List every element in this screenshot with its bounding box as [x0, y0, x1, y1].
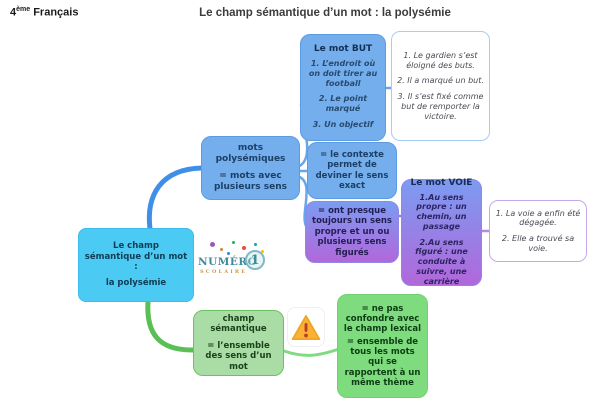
logo-numero1-scolaire: NUMÉRO 1 SCOLAIRE	[198, 240, 274, 296]
logo-tagline-text: SCOLAIRE	[200, 269, 248, 275]
node-champ-semantique: champ sémantique = l’ensemble des sens d…	[193, 310, 284, 376]
logo-confetti-dot	[232, 241, 235, 244]
node-root-line1: Le champ sémantique d’un mot :	[84, 241, 188, 272]
node-lexical-line1: = ne pas confondre avec le champ lexical	[343, 303, 422, 335]
node-but-item: 2. Le point marqué	[318, 94, 368, 114]
node-but-item: 3. Un objectif	[312, 119, 374, 129]
but-example: 3. Il s’est fixé comme but de remporter …	[397, 92, 484, 121]
course-grade-suffix: ème	[16, 6, 31, 13]
connector-champ-to-lexical	[282, 347, 341, 357]
node-but: Le mot BUT 1. L’endroit où on doit tirer…	[300, 34, 386, 141]
logo-confetti-dot	[210, 242, 215, 247]
logo-confetti-dot	[242, 246, 246, 250]
warning-card	[287, 307, 325, 347]
node-voie-item: 2.Au sens figuré : une conduite à suivre…	[415, 237, 468, 286]
but-example: 1. Le gardien s’est éloigné des buts.	[403, 50, 478, 70]
logo-confetti-dot	[254, 243, 257, 246]
connector-root-to-mots	[146, 165, 205, 232]
node-root-line2: la polysémie	[105, 278, 167, 289]
node-sens-propre-text: = ont presque toujours un sens propre et…	[312, 206, 392, 258]
voie-example: 2. Elle a trouvé sa voie.	[501, 234, 575, 253]
node-champ-line1: champ sémantique	[210, 314, 267, 335]
voie-example: 1. La voie a enfin été dégagée.	[495, 208, 581, 228]
course-subject: Français	[33, 6, 79, 19]
connector-mots-to-sens	[295, 174, 308, 228]
node-champ-line2: = l’ensemble des sens d’un mot	[205, 340, 272, 372]
node-contexte: = le contexte permet de deviner le sens …	[307, 142, 397, 199]
course-grade: 4	[10, 6, 17, 19]
node-contexte-text: = le contexte permet de deviner le sens …	[315, 149, 389, 191]
page-title: Le champ sémantique d’un mot : la polysé…	[199, 7, 451, 19]
node-sens-propre: = ont presque toujours un sens propre et…	[305, 201, 399, 263]
node-champ-lexical: = ne pas confondre avec le champ lexical…	[337, 294, 428, 398]
logo-number-badge: 1	[245, 250, 265, 270]
node-but-examples: 1. Le gardien s’est éloigné des buts. 2.…	[391, 31, 490, 141]
course-label: 4ème Français	[10, 6, 78, 19]
warning-icon	[291, 314, 321, 340]
logo-brand-text: NUMÉRO	[198, 256, 258, 268]
node-voie: Le mot VOIE 1.Au sens propre : un chemin…	[401, 177, 482, 286]
logo-confetti-dot	[227, 252, 230, 255]
node-lexical-line2: = ensemble de tous les mots qui se rappo…	[344, 336, 421, 389]
node-voie-item: 1.Au sens propre : un chemin, un passage	[416, 192, 467, 231]
node-mots-polysemiques: mots polysémiques = mots avec plusieurs …	[201, 136, 300, 200]
logo-confetti-dot	[220, 248, 223, 251]
but-example: 2. Il a marqué un but.	[397, 76, 484, 86]
node-but-item: 1. L’endroit où on doit tirer au footbal…	[308, 59, 378, 88]
connector-root-to-champ	[145, 298, 198, 353]
node-root: Le champ sémantique d’un mot : la polysé…	[78, 228, 194, 302]
node-mots-line2: = mots avec plusieurs sens	[213, 171, 288, 192]
node-voie-title: Le mot VOIE	[410, 177, 473, 188]
node-mots-line1: mots polysémiques	[215, 143, 286, 165]
node-voie-examples: 1. La voie a enfin été dégagée. 2. Elle …	[489, 200, 587, 262]
logo-confetti-dot	[261, 250, 264, 253]
node-but-title: Le mot BUT	[313, 44, 373, 55]
